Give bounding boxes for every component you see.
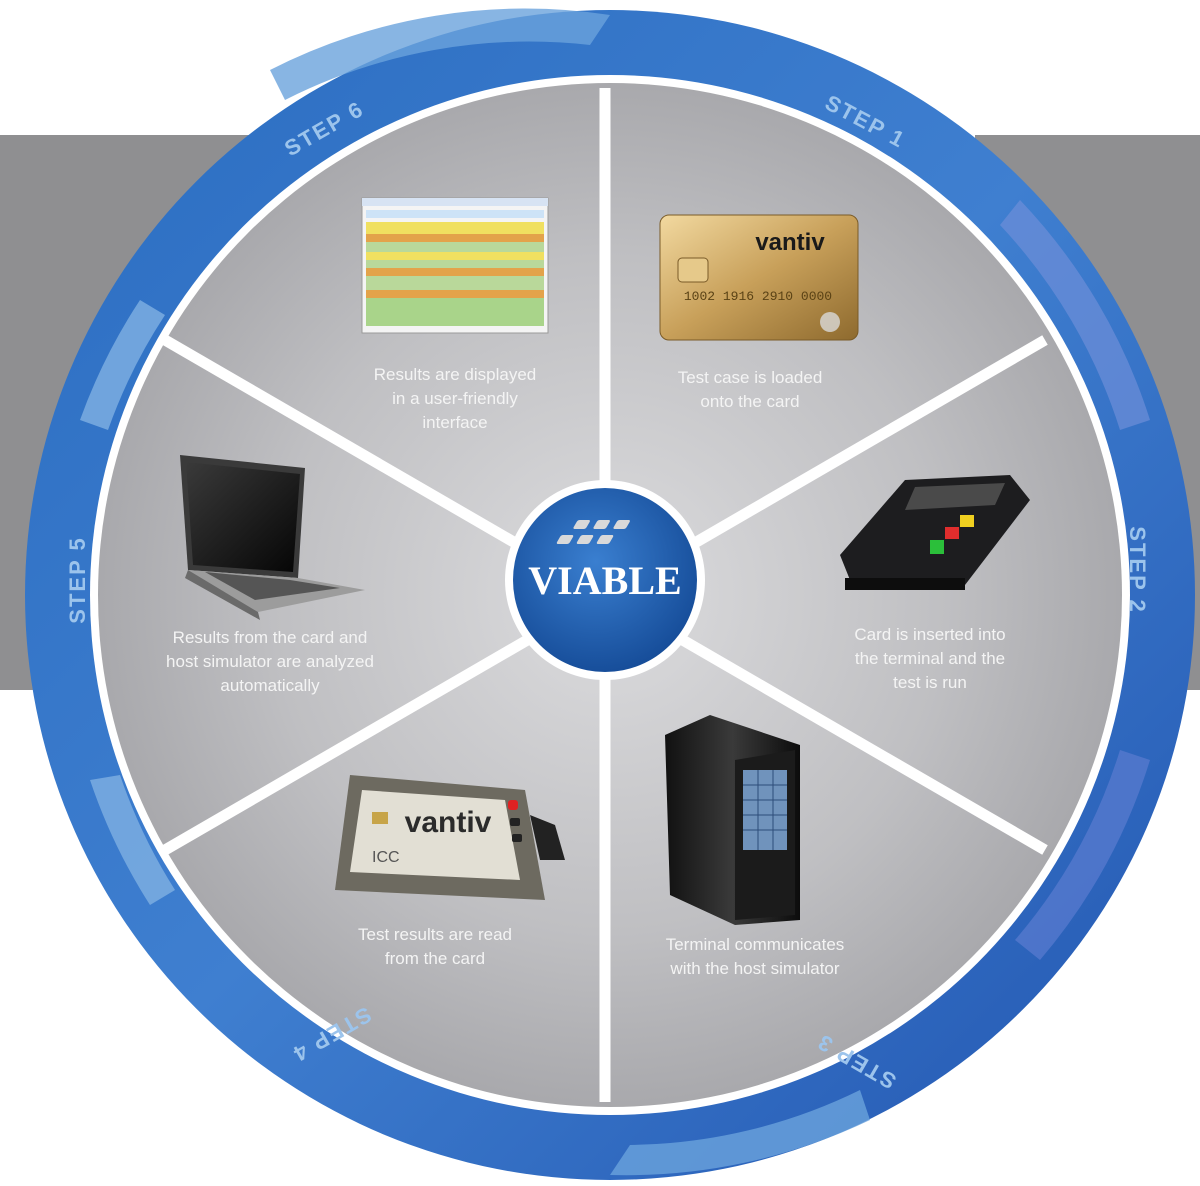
step-3-caption-1: Terminal communicates — [666, 935, 845, 954]
card-number: 1002 1916 2910 0000 — [684, 289, 832, 304]
center-label: VIABLE — [528, 558, 681, 603]
server-tower-icon — [665, 715, 800, 925]
step-2-caption-1: Card is inserted into — [854, 625, 1005, 644]
step-5-caption-2: host simulator are analyzed — [166, 652, 374, 671]
ring-arrow-1 — [1000, 200, 1150, 430]
step-2-caption-3: test is run — [893, 673, 967, 692]
step-5-caption-1: Results from the card and — [173, 628, 368, 647]
spreadsheet-icon — [361, 197, 549, 334]
ring-arrow-4 — [90, 775, 175, 905]
card-brand: vantiv — [755, 229, 825, 256]
step-6-caption-2: in a user-friendly — [392, 389, 518, 408]
step-5-caption-3: automatically — [220, 676, 320, 695]
ring-arrow-6 — [270, 8, 610, 100]
step-4-caption-2: from the card — [385, 949, 485, 968]
hub — [513, 488, 697, 672]
card-reader-icon: vantiv ICC — [335, 775, 565, 900]
step-2-caption-2: the terminal and the — [855, 649, 1005, 668]
payment-terminal-icon — [556, 475, 1030, 590]
reader-icc: ICC — [372, 849, 400, 866]
step-1-caption-2: onto the card — [700, 392, 799, 411]
step-3-caption-2: with the host simulator — [669, 959, 839, 978]
ring-arrow-5 — [80, 300, 165, 430]
step-1-caption-1: Test case is loaded — [678, 368, 823, 387]
step-4-caption-1: Test results are read — [358, 925, 512, 944]
reader-brand: vantiv — [405, 806, 492, 839]
credit-card-icon: vantiv 1002 1916 2910 0000 — [659, 214, 859, 341]
ring-arrow-2 — [1015, 750, 1150, 960]
ring-arrow-3 — [610, 1090, 870, 1176]
laptop-icon — [180, 455, 365, 620]
step-6-caption-1: Results are displayed — [374, 365, 537, 384]
step-2-label: STEP 2 — [1125, 526, 1150, 613]
step-5-label: STEP 5 — [65, 536, 90, 623]
step-6-caption-3: interface — [422, 413, 487, 432]
